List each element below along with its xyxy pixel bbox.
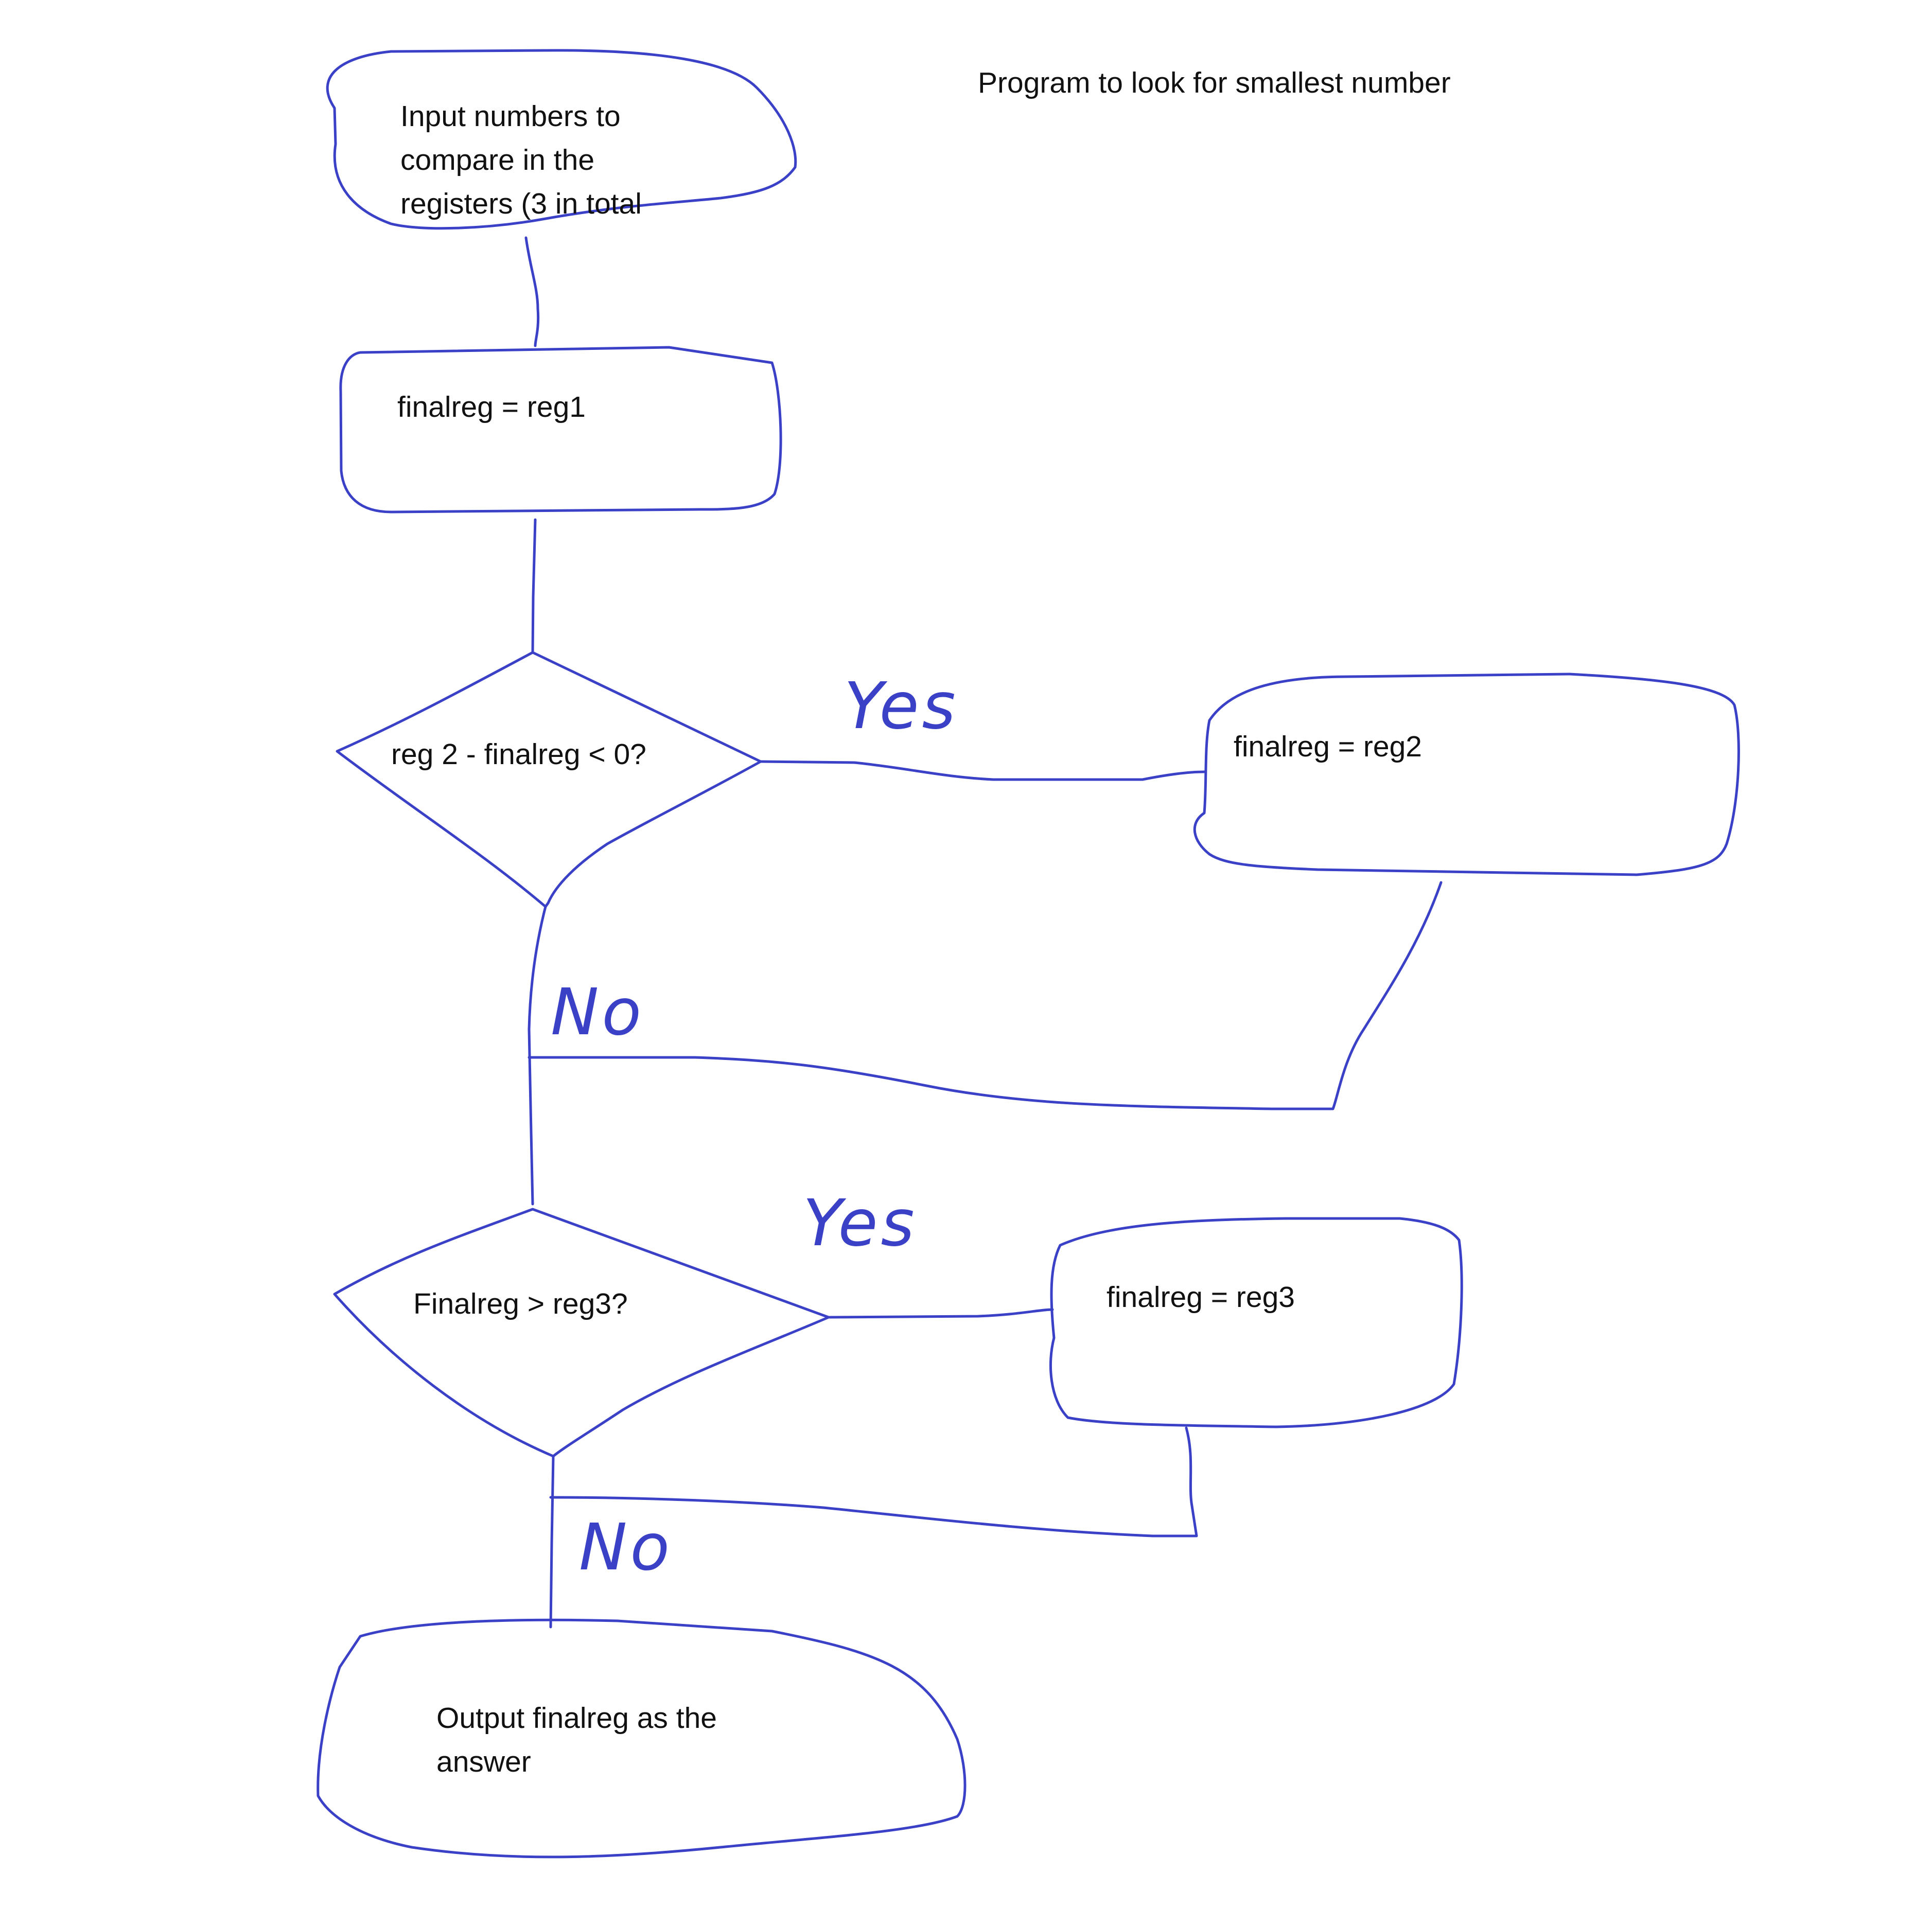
- diagram-title: Program to look for smallest number: [978, 66, 1451, 99]
- input-label-line-2: compare in the: [400, 144, 594, 176]
- handwritten-labels: Yes No Yes No: [551, 669, 959, 1585]
- flowchart-connectors: [524, 236, 1443, 1629]
- input-label-line-1: Input numbers to: [400, 100, 621, 133]
- connector-decision1-yes: [759, 760, 1206, 781]
- node-labels: Program to look for smallest number Inpu…: [391, 66, 1451, 1778]
- connector-decision2-yes: [827, 1308, 1054, 1319]
- connector-assign3-return: [549, 1426, 1198, 1537]
- connector-assign2-return: [528, 881, 1443, 1110]
- assign2-label: finalreg = reg2: [1234, 730, 1422, 763]
- init-process-shape: [339, 346, 782, 514]
- decision1-no-label: No: [551, 975, 644, 1050]
- decision1-diamond-shape: [336, 651, 762, 908]
- output-label-line-1: Output finalreg as the: [436, 1702, 717, 1735]
- output-terminator-shape: [317, 1618, 967, 1859]
- decision2-diamond-shape: [333, 1208, 830, 1458]
- flowchart-shapes: [317, 49, 1740, 1859]
- input-terminator-shape: [326, 49, 797, 230]
- input-label-line-3: registers (3 in total: [400, 187, 642, 220]
- connector-input-to-init: [524, 236, 540, 347]
- output-label-line-2: answer: [436, 1745, 531, 1778]
- decision2-no-label: No: [579, 1510, 673, 1585]
- decision2-label: Finalreg > reg3?: [413, 1287, 628, 1320]
- connector-init-to-decision1: [531, 518, 537, 654]
- assign2-process-shape: [1193, 673, 1740, 876]
- assign3-label: finalreg = reg3: [1106, 1281, 1295, 1314]
- assign3-process-shape: [1049, 1217, 1463, 1428]
- connector-decision1-no: [528, 905, 547, 1206]
- init-label: finalreg = reg1: [397, 391, 586, 423]
- decision2-yes-label: Yes: [803, 1186, 918, 1261]
- decision1-yes-label: Yes: [844, 669, 959, 744]
- decision1-label: reg 2 - finalreg < 0?: [391, 738, 646, 771]
- connector-decision2-no: [549, 1455, 555, 1629]
